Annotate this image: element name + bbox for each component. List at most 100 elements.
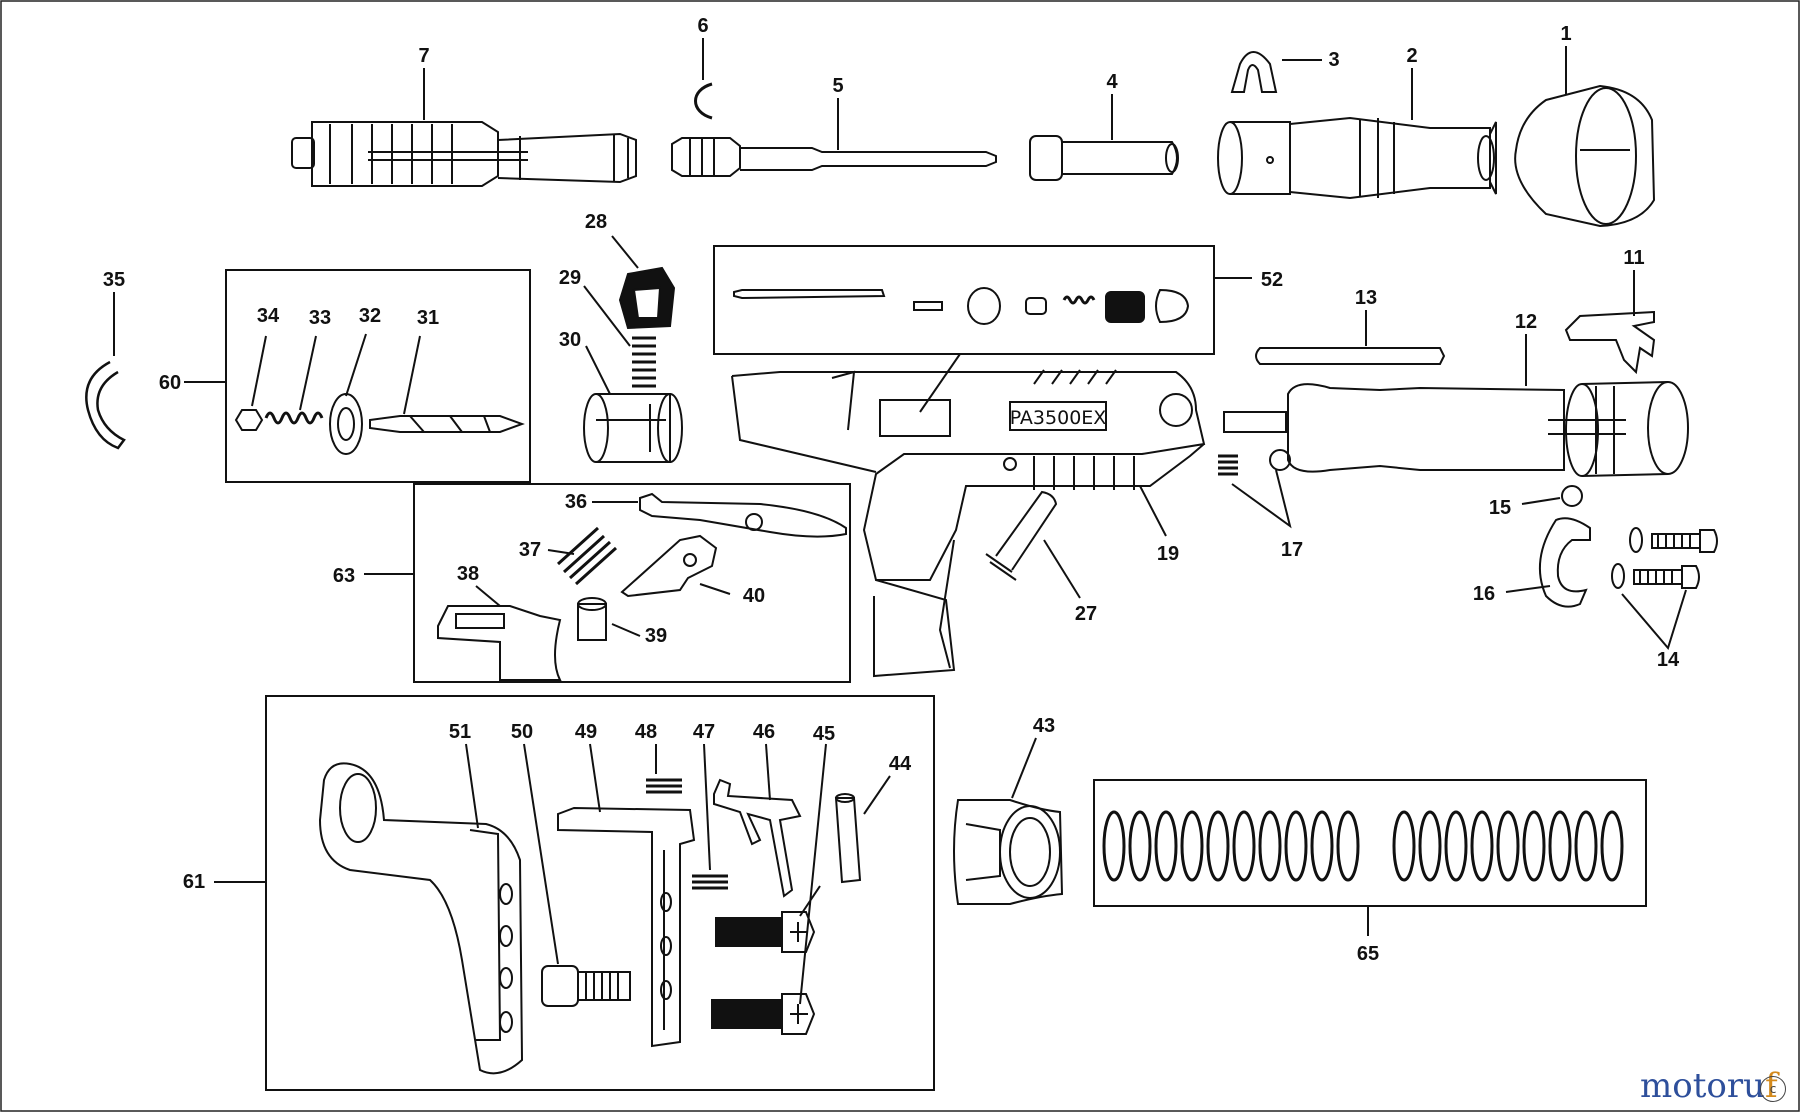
callout-3: 3 [1328,49,1339,71]
callout-30: 30 [559,329,581,351]
callout-14: 14 [1657,649,1680,671]
callout-5: 5 [832,75,843,97]
part-44-pin [834,793,862,884]
copyright-mark: c [1760,1076,1786,1102]
watermark-logo: motoruf [1640,1066,1778,1106]
callout-43: 43 [1033,715,1055,737]
box-52 [713,245,1215,355]
callout-60: 60 [159,372,181,394]
part-47-spring [692,874,728,890]
leader-33 [299,335,317,411]
part-11-latch [1564,310,1656,375]
callout-47: 47 [693,721,715,743]
watermark-part1: motoru [1640,1066,1765,1106]
part-17-spring [1218,454,1238,476]
part-29-spring [632,336,656,388]
callout-17: 17 [1281,539,1303,561]
part-16-clip [1538,517,1591,608]
callout-49: 49 [575,721,597,743]
leader-47 [703,743,711,871]
part-32-washer [329,393,363,455]
part-48-spring [646,778,682,794]
part-50-bolt [541,965,631,1007]
part-17-ball [1269,449,1291,471]
part-38-block [437,605,562,681]
part-12-tube [1223,381,1689,477]
box-60 [225,269,531,483]
leader-46 [765,743,771,801]
leader-39 [611,623,641,637]
main-housing [731,369,1206,678]
callout-6: 6 [697,15,708,37]
leader-37 [547,549,575,555]
part-51-handle [318,762,524,1075]
part-46-lever [713,778,802,898]
part-33-spring [264,411,324,425]
callout-1: 1 [1560,23,1571,45]
callout-35: 35 [103,269,125,291]
leader-15 [1521,497,1561,505]
callout-61: 61 [183,871,205,893]
leader-34 [251,335,267,407]
callout-50: 50 [511,721,533,743]
callout-7: 7 [418,45,429,67]
leader-43 [1011,737,1037,799]
part-52-kit [733,287,1190,325]
part-14-screws [1611,527,1718,589]
part-36-lever [639,492,847,538]
callout-33: 33 [309,307,331,329]
leader-50 [523,743,559,965]
leader-51 [465,743,479,829]
part-49-bracket [557,806,696,1048]
leader-49 [589,743,601,813]
part-37-spring [556,526,618,586]
callout-48: 48 [635,721,657,743]
callout-45: 45 [813,723,835,745]
part-3-u-clip [1230,51,1278,93]
callout-29: 29 [559,267,581,289]
part-1-nose-cap [1514,84,1656,228]
part-65-springs [1102,810,1624,882]
callout-31: 31 [417,307,439,329]
box-65 [1093,779,1647,907]
callout-63: 63 [333,565,355,587]
callout-13: 13 [1355,287,1377,309]
callout-40: 40 [743,585,765,607]
part-5-piston [671,137,997,177]
part-40-plate [620,534,718,598]
part-7-barrel-sleeve [291,121,637,187]
part-15-ball [1561,485,1583,507]
part-39-bushing [577,597,607,641]
part-45-screws [711,911,816,1035]
callout-51: 51 [449,721,471,743]
leader-31 [403,335,421,415]
callout-11: 11 [1623,247,1644,269]
part-28-cap [618,266,676,330]
model-label: PA3500EX [1010,407,1107,429]
callout-36: 36 [565,491,587,513]
part-27-pin [985,490,1058,581]
part-2-barrel [1217,116,1497,200]
callout-38: 38 [457,563,479,585]
leader-17 [1231,469,1292,529]
part-43-cap [953,799,1064,905]
box-63 [413,483,851,683]
leader-32 [345,333,367,397]
callout-2: 2 [1406,45,1417,67]
callout-27: 27 [1075,603,1097,625]
callout-12: 12 [1515,311,1537,333]
leader-38 [475,585,501,607]
callout-44: 44 [889,753,912,775]
leader-40 [699,583,731,595]
box-61 [265,695,935,1091]
leader-52-to-housing [919,353,961,413]
part-35-snap-ring [85,360,126,450]
leader-44 [863,775,891,815]
callout-28: 28 [585,211,607,233]
callout-52: 52 [1261,269,1283,291]
part-30-collar [583,393,683,463]
leader-27 [1043,539,1081,599]
callout-32: 32 [359,305,381,327]
